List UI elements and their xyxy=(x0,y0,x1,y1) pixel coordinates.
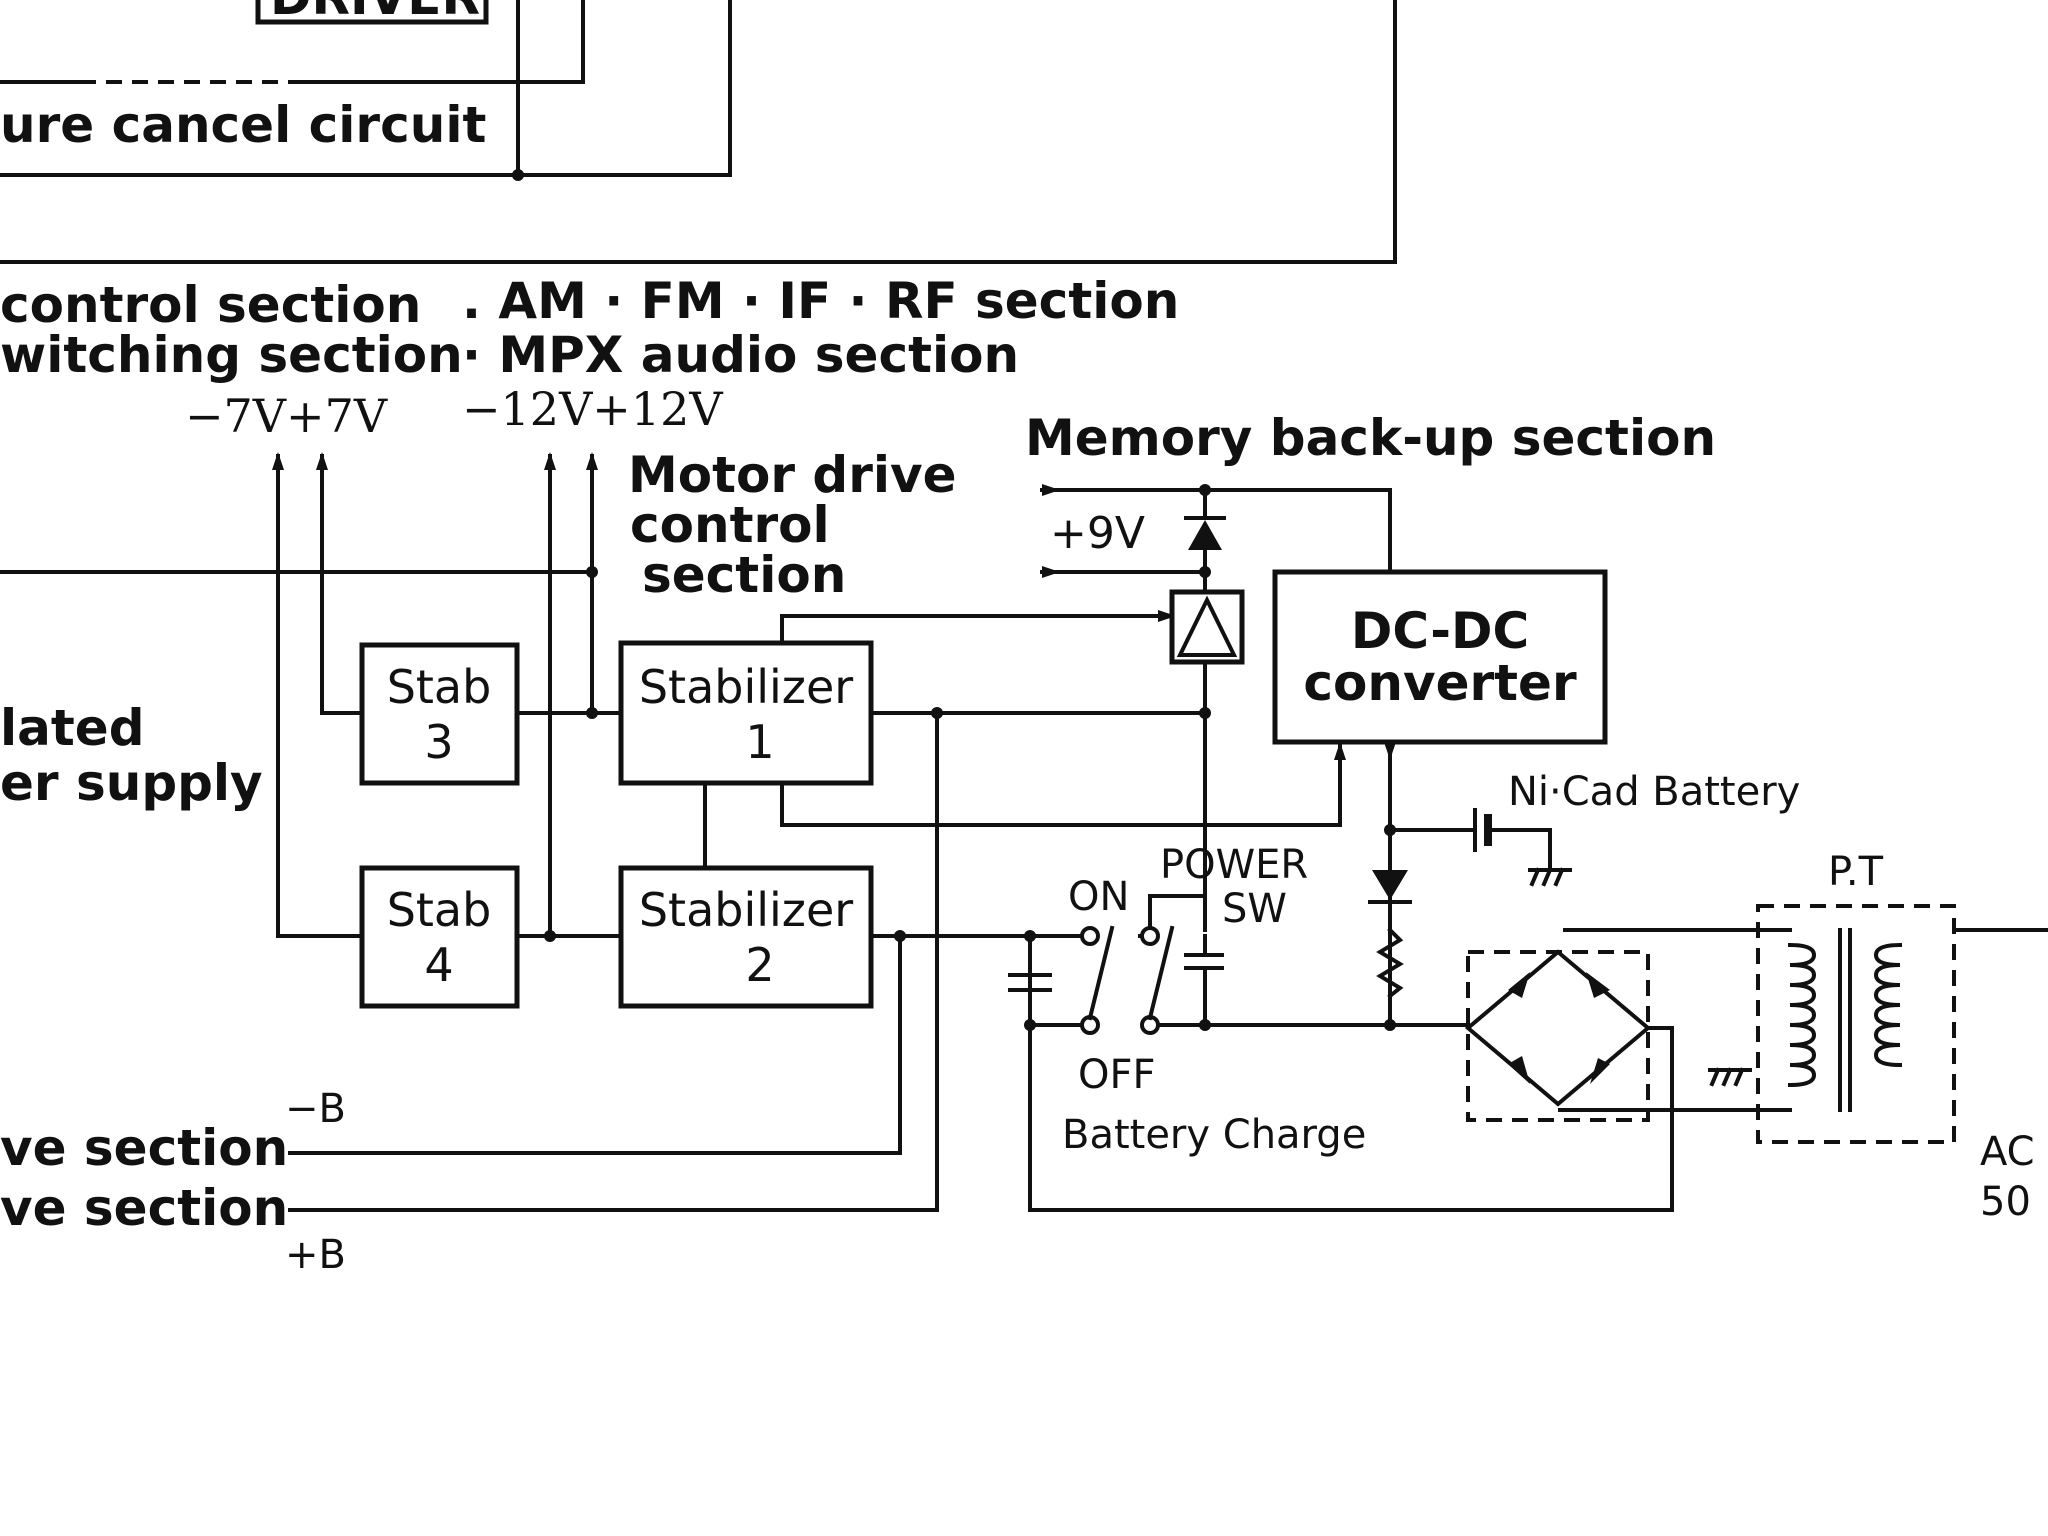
dc-dc-label-2: converter xyxy=(1303,654,1577,712)
switching-section-label: witching section xyxy=(0,326,463,384)
stabilizer-2-label-2: 2 xyxy=(745,938,774,992)
memory-backup-label: Memory back-up section xyxy=(1025,409,1716,467)
stabilizer-1-label-2: 1 xyxy=(745,715,774,769)
minus-b-label: −B xyxy=(285,1086,346,1132)
junctions xyxy=(544,484,1396,1031)
diode-symbols xyxy=(1169,516,1412,904)
battery-charge-label: Battery Charge xyxy=(1062,1112,1366,1158)
ac-label-1: AC xyxy=(1980,1129,2035,1175)
arrowheads xyxy=(272,452,1396,760)
dc-dc-converter-box xyxy=(1272,569,1608,745)
stab-4-label-2: 4 xyxy=(424,938,453,992)
stab-4-label-1: Stab xyxy=(387,883,492,937)
stab-4-box xyxy=(359,865,520,1009)
wiring xyxy=(0,454,2048,1212)
ve-section-label-1: ve section xyxy=(0,1119,288,1177)
resistor xyxy=(1376,927,1404,999)
on-label: ON xyxy=(1068,874,1129,920)
off-label: OFF xyxy=(1078,1052,1156,1098)
stabilizer-2-box xyxy=(618,865,874,1009)
plus-b-label: +B xyxy=(285,1232,346,1278)
motor-drive-label-2: control xyxy=(630,496,830,554)
power-label: POWER xyxy=(1160,842,1308,888)
am-fm-section-label: . AM · FM · IF · RF section xyxy=(462,272,1179,330)
stabilizer-1-label-1: Stabilizer xyxy=(639,660,853,714)
v-12-label: −12V+12V xyxy=(462,382,723,436)
dc-dc-label-1: DC-DC xyxy=(1351,602,1529,660)
top-frame xyxy=(0,0,1397,264)
v-7-label: −7V+7V xyxy=(185,389,388,443)
power-switch[interactable] xyxy=(1080,925,1175,1035)
bridge-rectifier xyxy=(1464,949,1652,1122)
stab-3-label-2: 3 xyxy=(424,715,453,769)
driver-label: DRIVER xyxy=(270,0,480,26)
control-section-label: control section xyxy=(0,276,421,334)
stabilizer-1-box xyxy=(618,640,874,786)
regulated-label-2: er supply xyxy=(0,754,263,812)
power-transformer xyxy=(1756,904,1956,1144)
stab-3-label-1: Stab xyxy=(387,660,492,714)
nicad-battery-symbol xyxy=(1473,808,1492,852)
pressure-cancel-label: ure cancel circuit xyxy=(0,96,486,154)
mpx-section-label: · MPX audio section xyxy=(462,326,1019,384)
pt-label: P.T xyxy=(1828,849,1884,895)
ac-label-2: 50 xyxy=(1980,1179,2031,1225)
motor-drive-label-1: Motor drive xyxy=(628,446,957,504)
capacitors xyxy=(1008,934,1224,1027)
stab-3-box xyxy=(359,642,520,786)
ve-section-label-2: ve section xyxy=(0,1179,288,1237)
nicad-battery-label: Ni·Cad Battery xyxy=(1508,769,1800,815)
motor-drive-label-3: section xyxy=(642,546,846,604)
regulated-label-1: lated xyxy=(0,699,144,757)
plus-9v-label: +9V xyxy=(1050,508,1145,559)
sw-label: SW xyxy=(1222,886,1287,932)
driver-box xyxy=(255,0,489,25)
stabilizer-2-label-1: Stabilizer xyxy=(639,883,853,937)
